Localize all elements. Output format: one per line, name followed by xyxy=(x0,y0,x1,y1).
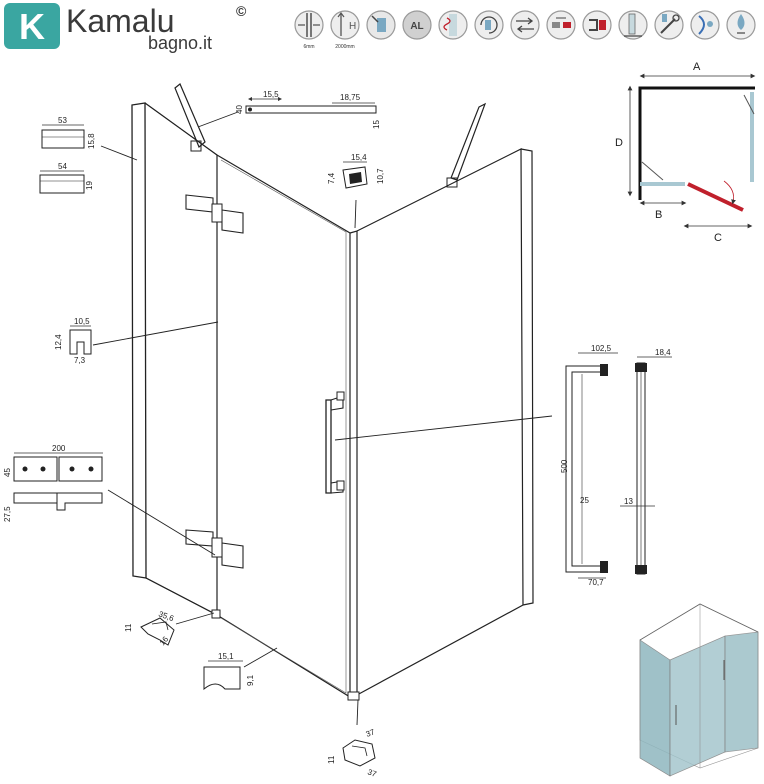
installation-tool-icon xyxy=(654,10,684,40)
logo-badge xyxy=(4,3,60,49)
handle-diameter: 25 xyxy=(580,496,589,505)
layout-plan: A D B C xyxy=(615,61,756,244)
left-wall-profile xyxy=(131,102,147,579)
handle-side: 18,4 xyxy=(655,348,671,357)
top-bar-dim-b: 18,75 xyxy=(340,93,361,102)
door-hinge-icon xyxy=(366,10,396,40)
wall-profile-icon xyxy=(618,10,648,40)
opening-direction-icon xyxy=(510,10,540,40)
right-wall-profile xyxy=(520,148,534,606)
magnetic-closure-icon xyxy=(582,10,612,40)
corner-bottom-a: 37 xyxy=(365,727,377,739)
handle-height: 500 xyxy=(560,459,569,473)
hinge-plate-height: 45 xyxy=(3,468,12,477)
detail-handle: 102,5 500 25 70,7 18,4 13 xyxy=(560,344,672,587)
detail-corner-connector: 35,6 11 16 xyxy=(124,609,176,647)
seal-bottom: 7,3 xyxy=(74,356,86,365)
brand-domain: bagno.it xyxy=(148,33,212,53)
top-bar-dim-c: 40 xyxy=(235,105,244,114)
corner-connector-b: 11 xyxy=(124,623,133,632)
sweep-width: 15,1 xyxy=(218,652,234,661)
sweep-height: 9,1 xyxy=(246,674,255,686)
stabilizer-clamp-right xyxy=(446,177,458,188)
plan-label-c: C xyxy=(714,232,722,244)
plan-door xyxy=(687,182,744,212)
plan-side-glass xyxy=(750,92,754,182)
height-letter: H xyxy=(349,21,356,32)
plan-label-b: B xyxy=(655,209,662,221)
brand-logo[interactable]: K Kamalu © bagno.it xyxy=(4,3,247,53)
magnet-height-right: 10,7 xyxy=(376,168,385,184)
logo-letter: K xyxy=(19,6,45,47)
preview-side-glass xyxy=(724,631,759,753)
plan-fixed-glass xyxy=(640,182,685,186)
door-glass-panel xyxy=(216,153,351,699)
leader-lines xyxy=(92,111,553,726)
stabilizer-clamp-left xyxy=(190,140,202,152)
door-handle xyxy=(325,391,345,494)
height-icon: H 2000mm xyxy=(330,10,360,50)
anti-limescale-icon xyxy=(438,10,468,40)
water-drop-icon xyxy=(726,10,756,40)
seal-height: 12,4 xyxy=(54,334,63,350)
plan-walls xyxy=(638,86,755,200)
corner-bottom-c: 37 xyxy=(366,767,378,779)
stabilizer-bar-left xyxy=(174,83,206,148)
plan-label-d: D xyxy=(615,137,623,149)
handle-top: 102,5 xyxy=(591,344,612,353)
plan-swing-arrow xyxy=(723,180,736,205)
aluminium-label: AL xyxy=(410,21,423,32)
detail-magnet: 15,4 7,4 10,7 xyxy=(327,153,385,189)
preview-door-glass xyxy=(669,635,726,777)
hinge-plate-width: 200 xyxy=(52,444,66,453)
brand-name: Kamalu xyxy=(66,3,175,39)
copyright-mark: © xyxy=(236,3,247,19)
stabilizer-bar-right xyxy=(450,102,487,181)
feature-icon-row: 6mm H 2000mm AL xyxy=(294,10,756,50)
handle-bottom: 70,7 xyxy=(588,578,604,587)
enclosure-3d-preview xyxy=(639,603,759,777)
detail-profile-top: 53 15,8 xyxy=(41,116,96,149)
easy-clean-icon xyxy=(690,10,720,40)
top-bar-dim-a: 15,5 xyxy=(263,90,279,99)
hinge-plate-depth: 27,5 xyxy=(3,506,12,522)
side-glass-panel xyxy=(356,148,524,696)
preview-fixed-glass xyxy=(639,639,671,777)
corner-post xyxy=(349,230,358,698)
aluminium-icon: AL xyxy=(402,10,432,40)
handle-depth: 13 xyxy=(624,497,633,506)
seal-width: 10,5 xyxy=(74,317,90,326)
corner-bottom-b: 11 xyxy=(327,755,336,764)
adjustable-width-icon xyxy=(546,10,576,40)
profile-bottom-height: 19 xyxy=(85,181,94,190)
detail-profile-bottom: 54 19 xyxy=(39,162,94,194)
height-caption: 2000mm xyxy=(335,44,354,50)
detail-sweep: 15,1 9,1 xyxy=(203,652,255,691)
hinge-top xyxy=(185,194,244,234)
glass-thickness-icon: 6mm xyxy=(294,10,324,50)
top-bar-dim-d: 15 xyxy=(372,120,381,129)
profile-top-width: 53 xyxy=(58,116,67,125)
thickness-caption: 6mm xyxy=(303,44,314,50)
magnet-width: 15,4 xyxy=(351,153,367,162)
detail-hinge-plate: 200 45 27,5 xyxy=(3,444,103,522)
detail-seal: 10,5 12,4 7,3 xyxy=(54,317,92,365)
reversible-icon xyxy=(474,10,504,40)
profile-top-height: 15,8 xyxy=(87,133,96,149)
detail-corner-bottom: 37 11 37 xyxy=(327,727,378,779)
plan-label-a: A xyxy=(693,61,701,73)
enclosure-drawing xyxy=(131,83,534,701)
magnet-height-left: 7,4 xyxy=(327,172,336,184)
detail-top-bar: 15,5 18,75 40 15 xyxy=(235,90,381,129)
profile-bottom-width: 54 xyxy=(58,162,67,171)
hinge-bottom xyxy=(185,529,244,569)
